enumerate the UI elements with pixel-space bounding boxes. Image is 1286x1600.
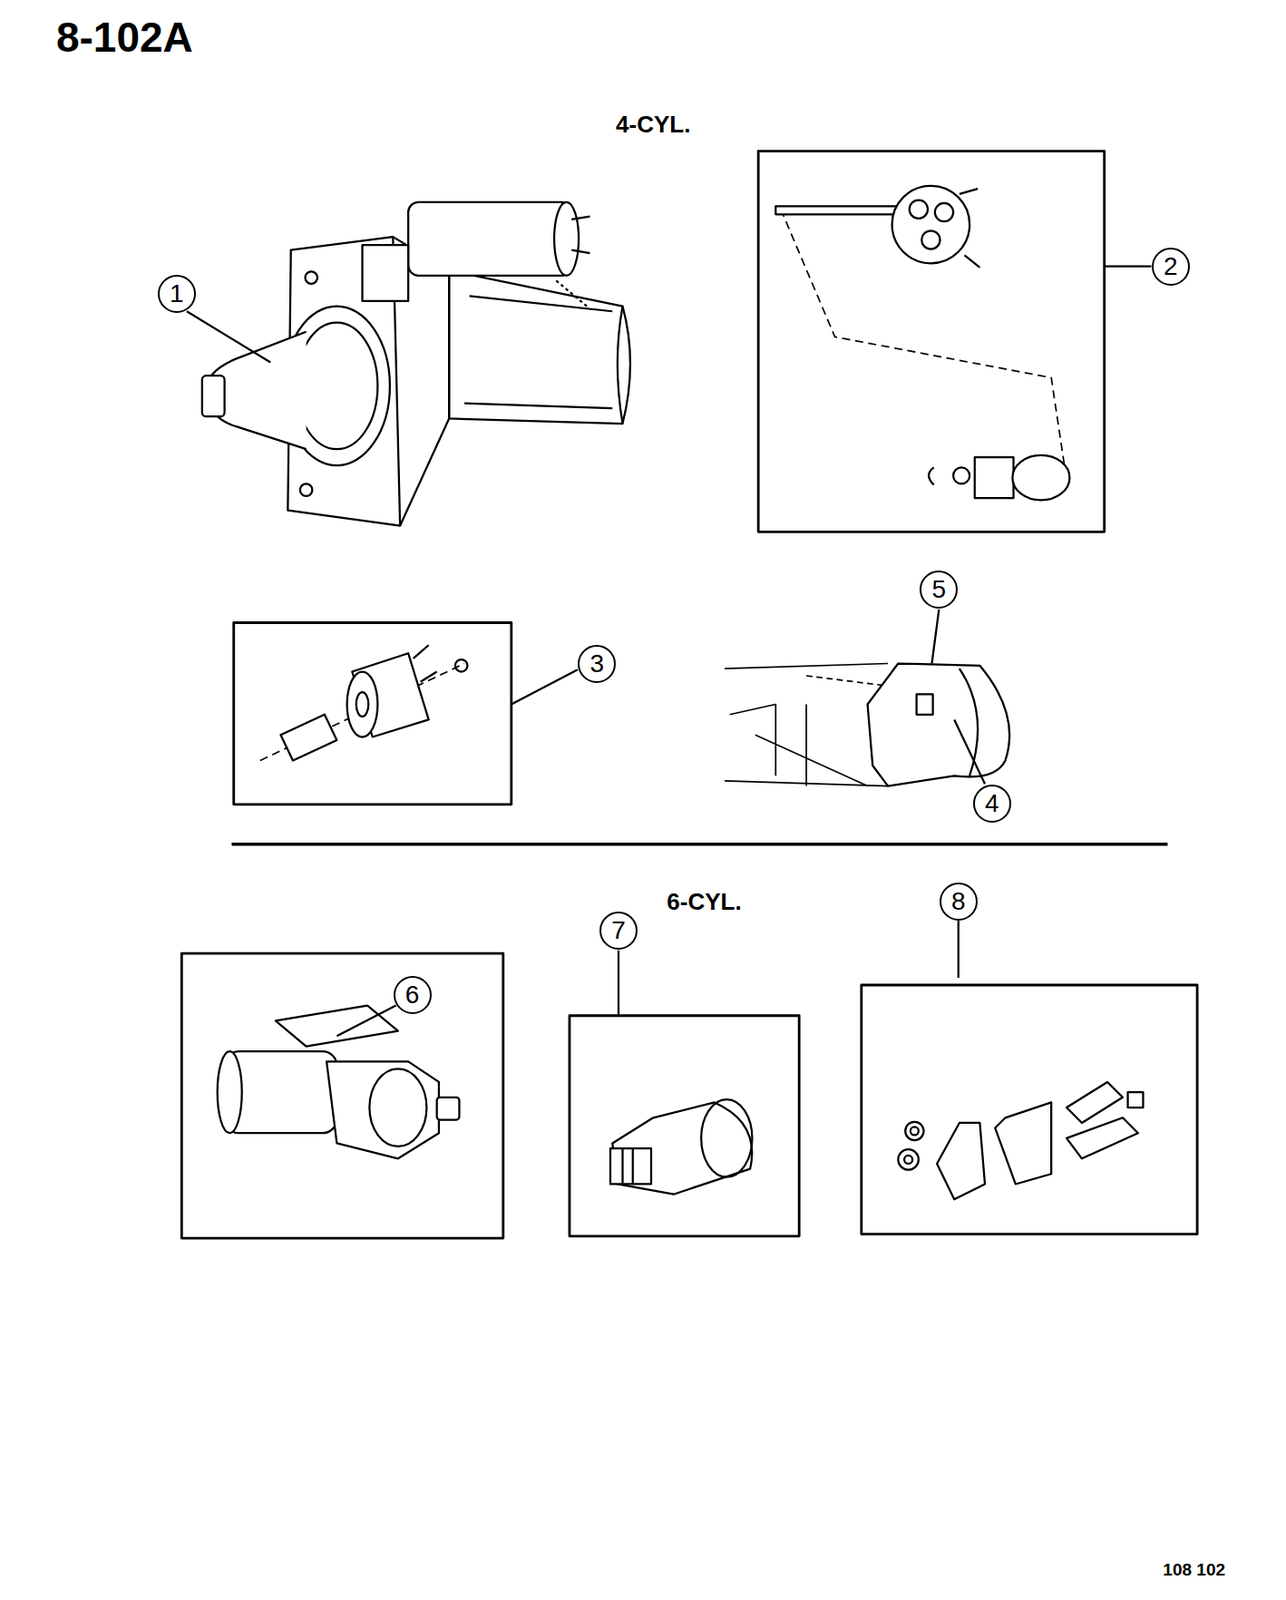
page-title: 8-102A	[56, 16, 194, 59]
callout-circle: 3	[577, 644, 616, 683]
callout-circle: 1	[157, 274, 196, 313]
section-label: 4-CYL.	[615, 112, 691, 137]
callout-circle: 8	[939, 882, 978, 921]
section-label: 108 102	[1162, 1560, 1226, 1579]
drive-gear	[610, 1099, 752, 1195]
callout-number: 1	[169, 281, 185, 307]
callout-circle: 4	[973, 784, 1012, 823]
starter-motor	[202, 202, 631, 527]
callout-circle: 2	[1151, 247, 1190, 286]
armature-parts	[775, 185, 1070, 501]
section-label: 6-CYL.	[666, 889, 741, 914]
leader-lines	[186, 266, 1152, 1037]
starter-mounted	[724, 663, 1010, 787]
callout-number: 3	[590, 651, 605, 677]
callout-circle: 5	[919, 570, 958, 609]
callout-circle: 6	[393, 975, 432, 1014]
callout-number: 4	[984, 790, 1000, 817]
starter-motor-6cyl	[217, 1005, 460, 1160]
callout-number: 6	[405, 982, 420, 1008]
solenoid-contacts	[897, 1081, 1143, 1199]
solenoid-parts	[260, 644, 468, 760]
callout-number: 5	[932, 576, 947, 603]
callout-number: 8	[951, 888, 966, 915]
callout-circle: 7	[599, 911, 638, 950]
callout-number: 2	[1163, 253, 1179, 280]
callout-number: 7	[611, 917, 626, 944]
